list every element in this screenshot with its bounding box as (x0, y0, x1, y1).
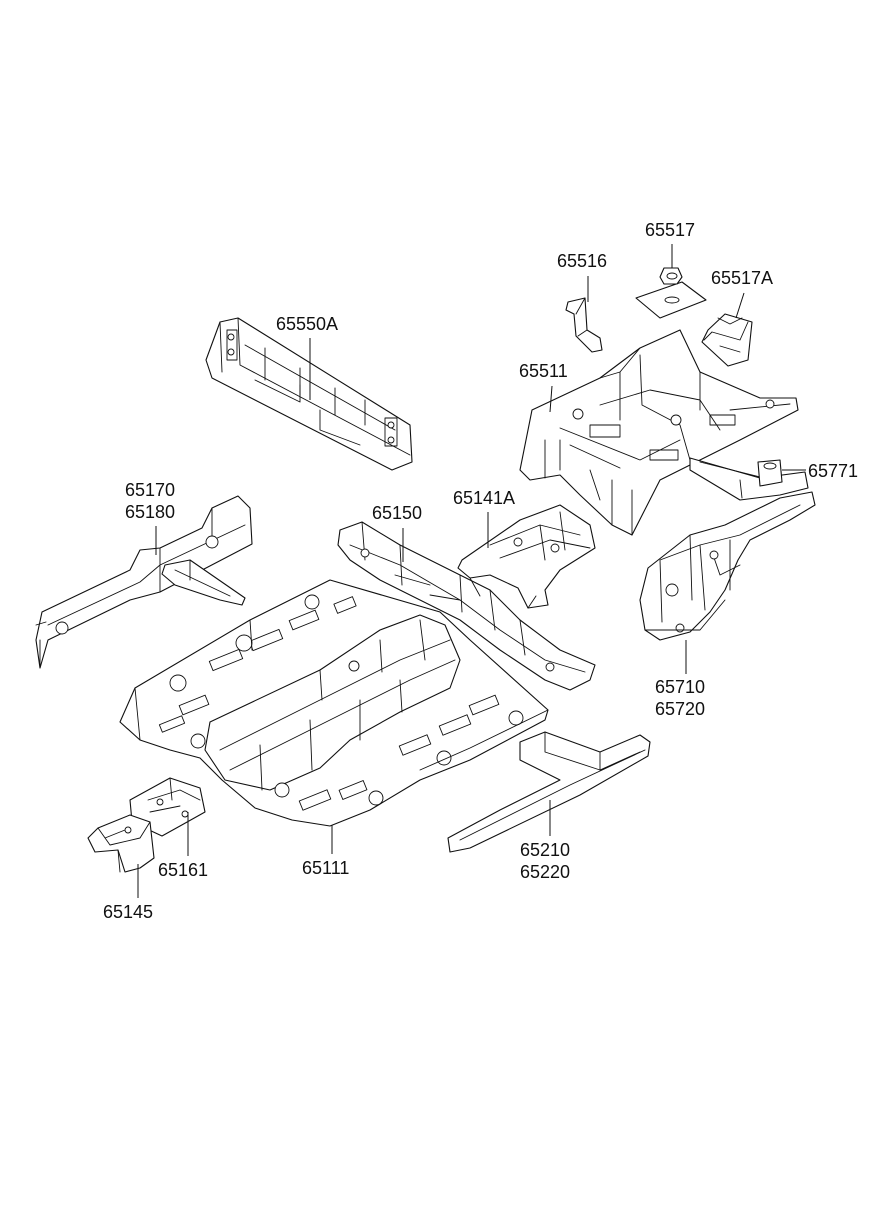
callout-65517: 65517 (645, 220, 695, 240)
callout-65511: 65511 (519, 361, 568, 381)
callout-65517A: 65517A (711, 268, 773, 288)
callout-65516: 65516 (557, 251, 607, 271)
callout-65141A: 65141A (453, 488, 515, 508)
callout-65220: 65220 (520, 862, 570, 882)
callout-65150: 65150 (372, 503, 422, 523)
part-rear-cross-member[interactable] (205, 317, 413, 471)
callout-65210: 65210 (520, 840, 570, 860)
callout-65720: 65720 (655, 699, 705, 719)
callout-65180: 65180 (125, 502, 175, 522)
part-bracket-65516[interactable] (565, 297, 603, 353)
leader-lines (137, 244, 806, 898)
callout-65145: 65145 (103, 902, 153, 922)
part-plate-65517[interactable] (635, 267, 707, 319)
part-bracket-65517A[interactable] (701, 313, 753, 367)
callout-65710: 65710 (655, 677, 705, 697)
part-rear-floor-panel[interactable] (519, 329, 809, 536)
part-rear-side-member[interactable] (639, 491, 816, 641)
part-front-floor-panel[interactable] (119, 579, 549, 827)
callout-65550A: 65550A (276, 314, 338, 334)
part-member-bracket[interactable] (457, 504, 596, 609)
part-side-sill-inner[interactable] (35, 495, 253, 669)
part-bracket-65145[interactable] (87, 814, 155, 873)
part-side-sill-outer[interactable] (447, 731, 651, 853)
callout-labels: 65517 65516 65517A 65550A 65511 65771 65… (103, 220, 858, 922)
part-center-cross-member[interactable] (337, 521, 596, 691)
callout-65771: 65771 (808, 461, 858, 481)
callout-65111: 65111 (302, 858, 349, 878)
callout-65161: 65161 (158, 860, 208, 880)
callout-65170: 65170 (125, 480, 175, 500)
